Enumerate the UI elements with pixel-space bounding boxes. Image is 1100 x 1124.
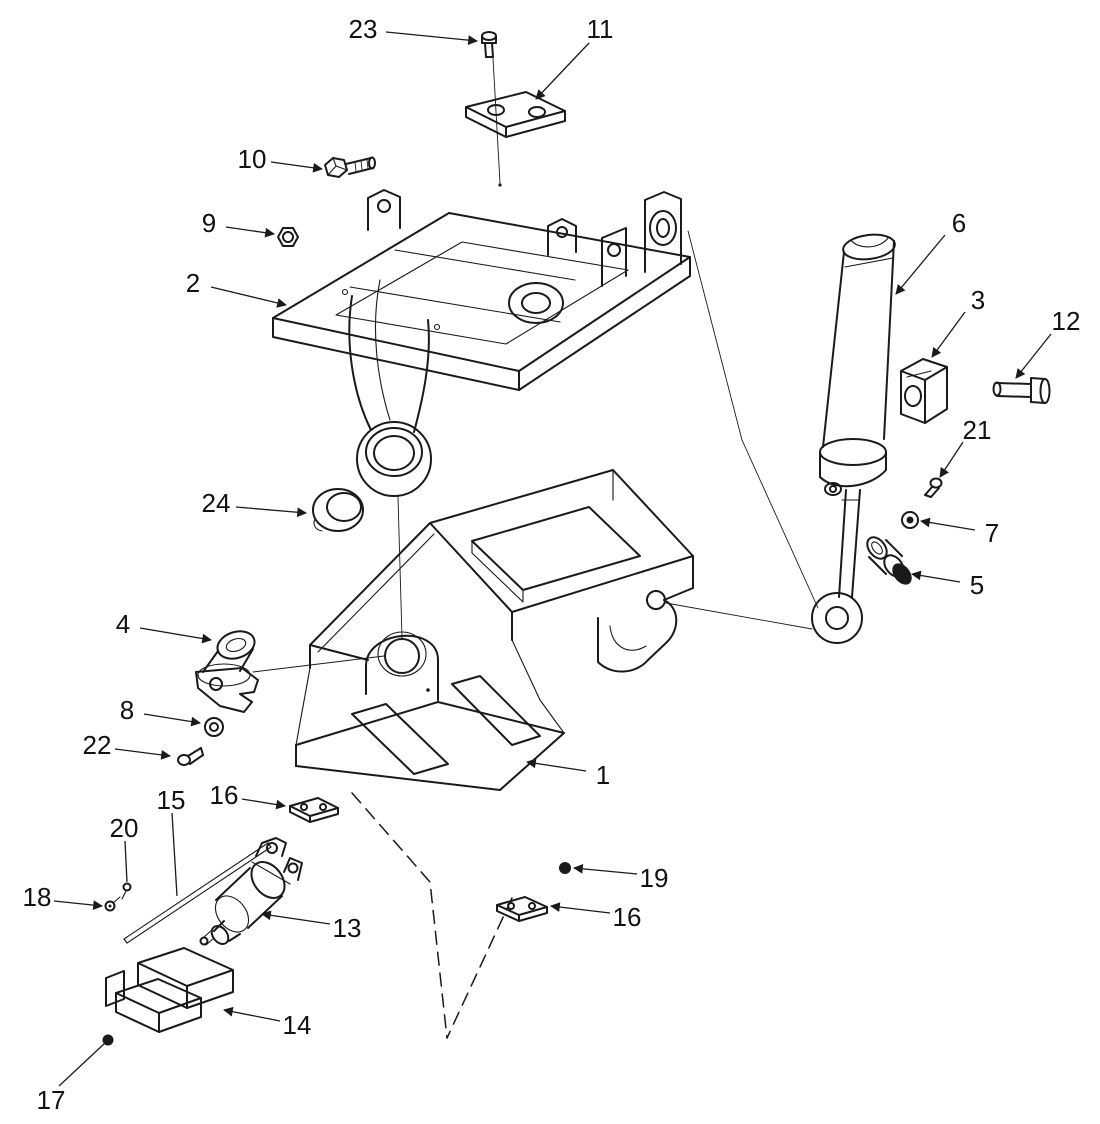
callout-leader-21-8 [939, 441, 964, 478]
part-11-plate [465, 91, 566, 138]
part-24-bushing [312, 488, 364, 532]
callout-label-24-11: 24 [202, 488, 231, 518]
callout-leader-19-21 [573, 863, 638, 875]
callout-leader-10-2 [270, 161, 323, 173]
callout-leader-24-11 [235, 506, 307, 518]
callout-leader-20-18 [124, 840, 128, 883]
callout-label-16-22: 16 [613, 902, 642, 932]
callout-label-20-18: 20 [110, 813, 139, 843]
callout-leader-14-23 [223, 1006, 281, 1022]
part-7-washer [901, 511, 919, 529]
callout-label-8-13: 8 [120, 695, 134, 725]
callout-leader-18-19 [53, 900, 103, 910]
callout-label-22-14: 22 [83, 730, 112, 760]
part-14-bracket [105, 947, 234, 1033]
callout-label-16-16: 16 [210, 780, 239, 810]
callout-leader-12-7 [1015, 333, 1052, 379]
callout-label-4-12: 4 [116, 609, 130, 639]
part-23-screw [481, 31, 497, 58]
part-19-ball [559, 862, 571, 874]
callout-leader-11-1 [535, 42, 590, 100]
callout-leader-23-0 [385, 31, 478, 45]
callout-label-13-20: 13 [333, 913, 362, 943]
callouts: 23 11 10 92 6 3 12 21 75 24 4 8 22 1 16 15 20 18 13 19 16 14 1… [23, 14, 1081, 1115]
callout-label-14-23: 14 [283, 1010, 312, 1040]
callout-label-17-24: 17 [37, 1085, 66, 1115]
part-3-mount-block [900, 358, 948, 424]
part-6-hydraulic-cylinder [811, 233, 896, 644]
callout-label-18-19: 18 [23, 882, 52, 912]
callout-label-9-3: 9 [202, 208, 216, 238]
part-2-upper-frame [272, 189, 691, 497]
callout-label-1-15: 1 [596, 760, 610, 790]
callout-leader-8-13 [143, 713, 201, 727]
callout-label-12-7: 12 [1052, 306, 1081, 336]
callout-label-3-6: 3 [971, 285, 985, 315]
callout-label-11-1: 11 [587, 14, 614, 44]
callout-leader-5-10 [911, 570, 961, 583]
callout-leader-4-12 [139, 627, 212, 644]
part-10-bolt [324, 156, 376, 178]
callout-label-15-17: 15 [157, 785, 186, 815]
callout-leader-16-22 [550, 902, 611, 914]
callout-label-21-8: 21 [963, 415, 992, 445]
callout-leader-16-16 [241, 798, 286, 810]
part-18-screw [104, 896, 121, 912]
part-12-pin [992, 377, 1051, 404]
part-16-plate-left [289, 797, 339, 823]
callout-label-23-0: 23 [349, 14, 378, 44]
callout-leader-1-15 [526, 758, 587, 772]
alignment-lines [252, 57, 819, 692]
part-22-screw [177, 747, 204, 766]
part-5-bushing [866, 536, 912, 585]
callout-leader-7-9 [920, 517, 976, 531]
part-15-rod [123, 842, 272, 944]
part-9-nut [277, 227, 299, 247]
part-21-screw [924, 477, 943, 498]
callout-label-10-2: 10 [238, 144, 267, 174]
assembly-dashed-lines [351, 792, 513, 1039]
callout-label-6-5: 6 [952, 208, 966, 238]
callout-leader-9-3 [225, 226, 275, 238]
callout-label-2-4: 2 [186, 268, 200, 298]
part-4-latch [195, 630, 259, 713]
callout-leader-13-20 [261, 910, 331, 925]
part-16-plate-right [496, 896, 548, 922]
callout-leader-17-24 [58, 1042, 106, 1087]
callout-leader-3-6 [931, 311, 966, 358]
callout-label-19-21: 19 [640, 863, 669, 893]
part-8-washer [204, 717, 224, 737]
callout-label-5-10: 5 [970, 570, 984, 600]
callout-leader-22-14 [114, 748, 171, 760]
part-17-ball [102, 1034, 114, 1046]
callout-leader-6-5 [895, 234, 946, 295]
part-1-lower-frame [295, 469, 694, 791]
callout-leader-15-17 [171, 812, 178, 897]
callout-leader-2-4 [210, 286, 287, 308]
part-20-pin [121, 882, 132, 900]
callout-label-7-9: 7 [985, 518, 999, 548]
